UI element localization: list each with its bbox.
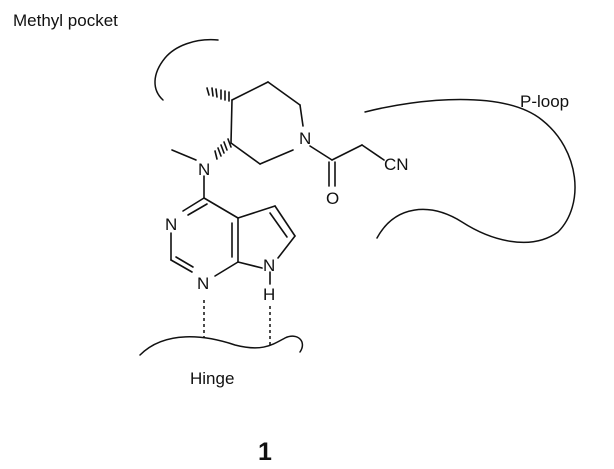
piperidine-ring <box>230 81 304 165</box>
p-loop-label: P-loop <box>520 92 569 111</box>
pyrimidine-n1-label: N <box>197 274 209 293</box>
methyl-pocket-curve <box>154 38 219 101</box>
pyrimidine-ring <box>170 197 239 277</box>
piperidine-n-label: N <box>299 129 311 148</box>
amine-n-label: N <box>198 160 210 179</box>
pyrrole-h-label: H <box>263 285 275 304</box>
methyl-pocket-label: Methyl pocket <box>13 11 118 30</box>
pyrrole-n-label: N <box>263 256 275 275</box>
p-loop-curve <box>364 98 576 244</box>
c3-amine-hashed-wedge <box>214 138 232 160</box>
cyanoacetyl-chain <box>309 144 385 187</box>
nitrile-label: CN <box>384 155 409 174</box>
hinge-curve <box>139 335 304 356</box>
carbonyl-o-label: O <box>326 189 339 208</box>
hinge-label: Hinge <box>190 369 234 388</box>
pyrrole-ring <box>237 205 296 285</box>
c4-methyl-hashed-wedge <box>206 87 230 102</box>
n-methyl-bond <box>171 149 197 161</box>
pyrimidine-n3-label: N <box>165 215 177 234</box>
compound-number: 1 <box>258 438 272 466</box>
